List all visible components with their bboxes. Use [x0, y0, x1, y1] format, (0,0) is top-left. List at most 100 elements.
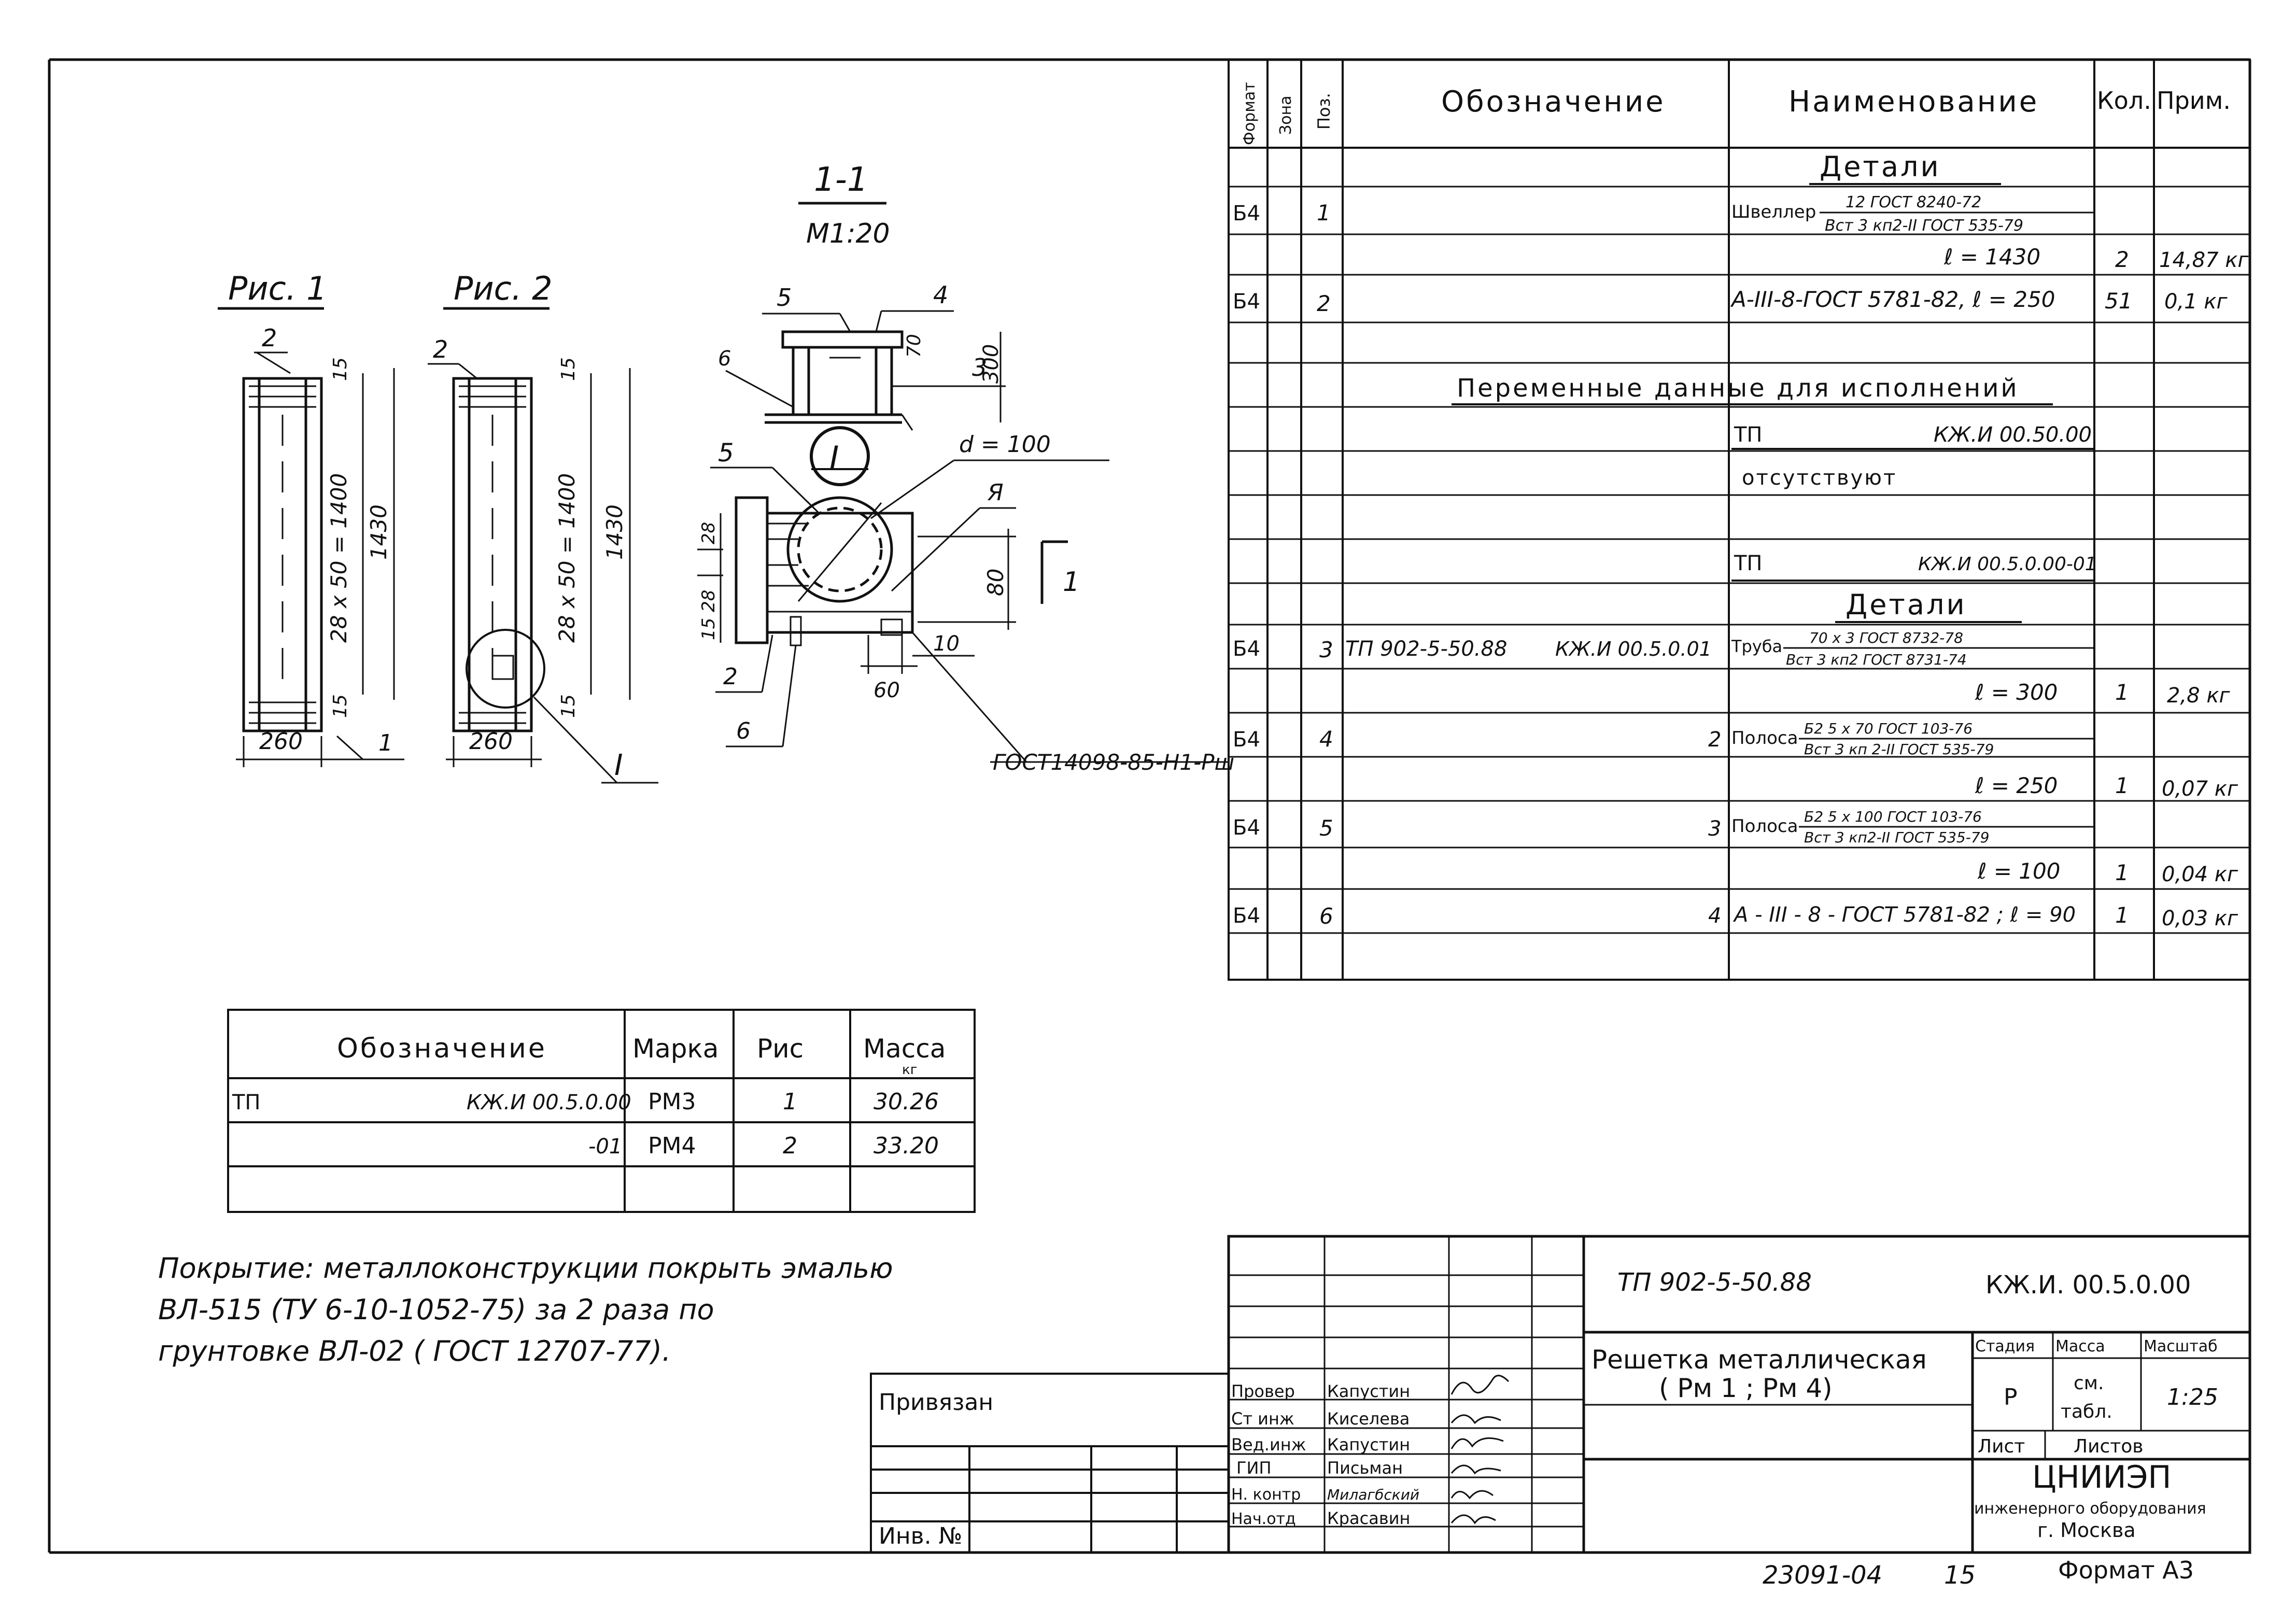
stamp-role-1: Провер — [1231, 1381, 1295, 1401]
fig2-node-callout: I — [614, 749, 623, 782]
spec-r6-note: 0,03 кг — [2162, 907, 2238, 930]
fig1-pitch-dim: 28 x 50 = 1400 — [326, 473, 351, 643]
spec-var1-tp: ТП — [1734, 423, 1763, 447]
spec-r4-qty: 1 — [2115, 773, 2129, 798]
stamp-role-2: Ст инж — [1231, 1409, 1294, 1429]
mass-header-mass: Масса — [863, 1034, 946, 1064]
spec-section-details2: Детали — [1846, 588, 1967, 621]
fig2-width-dim: 260 — [469, 728, 513, 755]
stamp-stage-h: Стадия — [1975, 1337, 2035, 1356]
coating-line-1: Покрытие: металлоконструкции покрыть эма… — [158, 1252, 893, 1285]
spec-r5-pos: 5 — [1319, 815, 1333, 841]
fig2-top-offset: 15 — [558, 357, 579, 381]
stamp-scale: 1:25 — [2167, 1384, 2218, 1410]
stamp-bottom-code: 23091-04 — [1763, 1561, 1882, 1590]
stamp-role-4: ГИП — [1236, 1458, 1272, 1478]
stamp-name-5: Милагбский — [1327, 1486, 1419, 1503]
spec-var2-code: КЖ.И 00.5.0.00-01 — [1918, 554, 2097, 575]
spec-header-qty: Кол. — [2097, 87, 2151, 115]
mass-r2-mass: 33.20 — [874, 1133, 939, 1159]
section-dim-300: 300 — [979, 344, 1003, 384]
spec-header-note: Прим. — [2157, 87, 2231, 115]
stamp-role-6: Нач.отд — [1231, 1510, 1296, 1528]
stamp-name-3: Капустин — [1327, 1435, 1410, 1455]
section-callout-2: 2 — [723, 664, 738, 690]
fig1-label: Рис. 1 — [228, 270, 327, 307]
spec-r5-qty: 1 — [2115, 860, 2129, 885]
spec-header-format: Формат — [1241, 82, 1259, 145]
fig2-pitch-dim: 28 x 50 = 1400 — [554, 473, 580, 643]
section-1-1: 1-1 М1:20 5 4 70 3 300 6 I — [697, 161, 1234, 775]
mass-r2-code: -01 — [588, 1135, 622, 1159]
spec-r1-format: Б4 — [1233, 202, 1260, 225]
spec-r3-name-num: 70 х 3 ГОСТ 8732-78 — [1809, 629, 1963, 646]
mass-header-designation: Обозначение — [337, 1033, 547, 1064]
spec-r4-length: ℓ = 250 — [1975, 773, 2058, 798]
spec-r1-qty: 2 — [2115, 247, 2129, 272]
fig2-total-dim: 1430 — [602, 504, 627, 560]
spec-r5-length: ℓ = 100 — [1977, 858, 2060, 884]
stamp-org-2: инженерного оборудования — [1974, 1500, 2206, 1518]
spec-var1-code: КЖ.И 00.50.00 — [1934, 423, 2092, 447]
spec-var1-absent: отсутствуют — [1742, 466, 1897, 490]
stamp-name-1: Капустин — [1327, 1381, 1410, 1401]
spec-r4-name-den: Вст 3 кп 2-II ГОСТ 535-79 — [1804, 741, 1994, 758]
mass-r1-mark: РМ3 — [648, 1089, 696, 1115]
sheet-frame — [48, 58, 2251, 1554]
section-dim-80: 80 — [983, 569, 1008, 596]
stamp-name-4: Письман — [1327, 1458, 1403, 1478]
section-label: 1-1 — [814, 161, 868, 199]
stamp-role-3: Вед.инж — [1231, 1435, 1306, 1455]
stamp-grid — [1229, 1236, 2250, 1553]
fig1-bot-offset: 15 — [330, 694, 351, 718]
fig1-width-dim: 260 — [259, 728, 303, 755]
title-block: Привязан Инв. № — [870, 1235, 2251, 1590]
spec-row-lines — [1229, 186, 2250, 934]
stamp-name-6: Красавин — [1327, 1508, 1410, 1528]
stamp-title-2: ( Рм 1 ; Рм 4) — [1659, 1373, 1833, 1403]
stamp-org-3: г. Москва — [2037, 1519, 2136, 1542]
stamp-code: КЖ.И. 00.5.0.00 — [1985, 1271, 2191, 1300]
section-marker-label: 1 — [1063, 567, 1080, 598]
spec-r3-designation2: КЖ.И 00.5.0.01 — [1555, 638, 1712, 660]
mass-r1-code: КЖ.И 00.5.0.00 — [467, 1091, 631, 1114]
stamp-mass-v2: табл. — [2061, 1401, 2112, 1422]
section-callout-6-top: 6 — [718, 347, 731, 371]
coating-line-3: грунтовке ВЛ-02 ( ГОСТ 12707-77). — [158, 1335, 671, 1367]
fig1-top-offset: 15 — [330, 357, 351, 381]
spec-r4-name-prefix: Полоса — [1731, 728, 1798, 749]
section-callout-4: 4 — [933, 281, 948, 309]
spec-r2-pos: 2 — [1317, 291, 1331, 316]
coating-line-2: ВЛ-515 (ТУ 6-10-1052-75) за 2 раза по — [158, 1293, 714, 1326]
section-dim-60: 60 — [874, 679, 900, 702]
spec-r4-format: Б4 — [1233, 728, 1260, 752]
figure-2: Рис. 2 2 28 x 50 = 1400 1430 15 15 260 — [428, 270, 658, 784]
stamp-sheets-h: Листов — [2074, 1436, 2143, 1457]
stamp-org-1: ЦНИИЭП — [2032, 1459, 2171, 1495]
stamp-inv: Инв. № — [879, 1523, 962, 1549]
coating-note: Покрытие: металлоконструкции покрыть эма… — [158, 1252, 893, 1367]
spec-r1-name-den: Вст 3 кп2-II ГОСТ 535-79 — [1825, 217, 2023, 235]
fig2-callout-2: 2 — [433, 335, 448, 363]
spec-r5-note: 0,04 кг — [2162, 863, 2238, 886]
stamp-project: ТП 902-5-50.88 — [1617, 1268, 1812, 1297]
mass-r2-mark: РМ4 — [648, 1133, 696, 1159]
fig2-frame — [452, 377, 545, 732]
stamp-stage: Р — [2004, 1384, 2018, 1410]
fig2-bot-offset: 15 — [558, 694, 579, 718]
spec-r5-designation: 3 — [1708, 817, 1721, 841]
spec-r3-length: ℓ = 300 — [1975, 680, 2058, 705]
spec-header-name: Наименование — [1788, 85, 2039, 119]
mass-r1-fig: 1 — [783, 1089, 797, 1115]
mass-table: Обозначение Марка Рис Масса кг ТП КЖ.И 0… — [227, 1009, 976, 1213]
section-callout-5-low: 5 — [718, 439, 734, 468]
stamp-mass-h: Масса — [2055, 1337, 2105, 1356]
section-callout-ya: Я — [987, 479, 1004, 506]
section-top-assembly — [765, 330, 913, 431]
spec-r5-name-num: Б2 5 х 100 ГОСТ 103-76 — [1804, 808, 1982, 825]
spec-section-details: Детали — [1820, 150, 1941, 183]
spec-r6-format: Б4 — [1233, 904, 1260, 928]
mass-r1-mass: 30.26 — [874, 1089, 939, 1115]
spec-r4-designation: 2 — [1708, 728, 1721, 752]
